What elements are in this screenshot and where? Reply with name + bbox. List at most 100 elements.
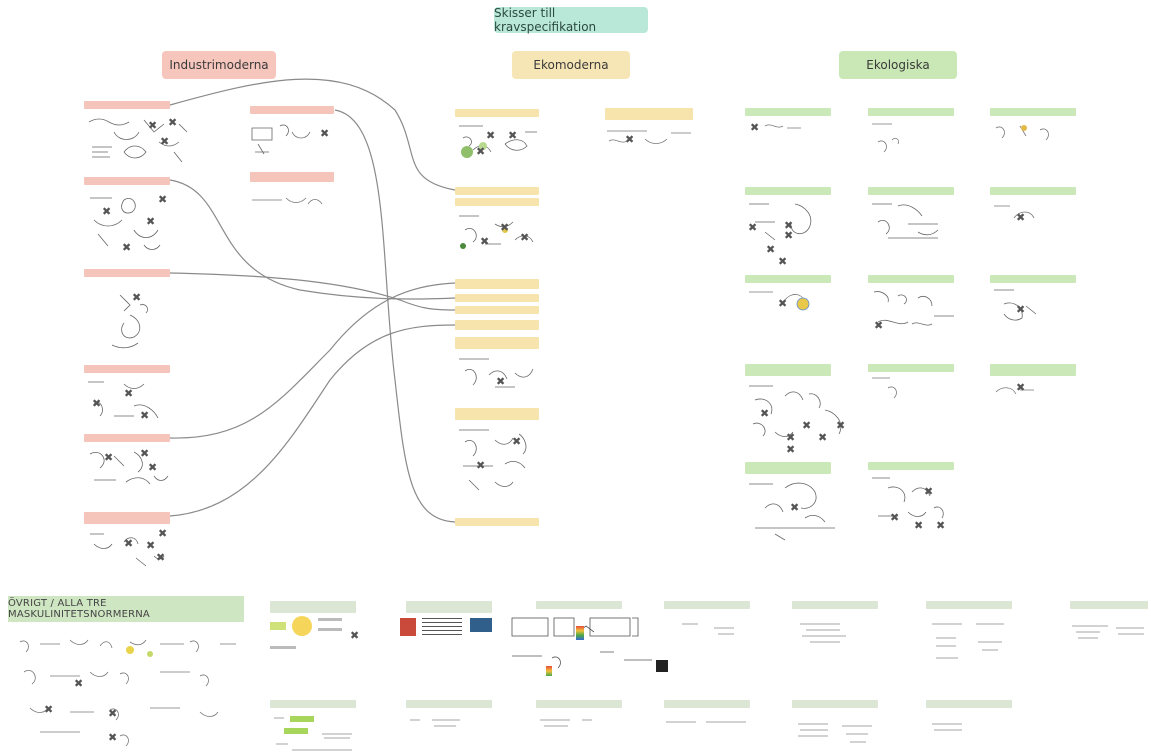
sticky-note-label[interactable] [868,364,954,372]
category-industrimoderna[interactable]: Industrimoderna [162,51,276,79]
sticky-note-label[interactable] [664,700,750,708]
sketch-drawing-icon [88,381,159,419]
x-mark-icon: ✖ [480,235,490,248]
sticky-note-label[interactable] [84,365,170,373]
sketch-drawing-icon [90,197,161,250]
x-mark-icon: ✖ [146,215,156,228]
sticky-note-label[interactable] [745,275,831,283]
category-ovrigt[interactable]: ÖVRIGT / ALLA TRE MASKULINITETSNORMERNA [8,596,244,622]
sketch-drawing-icon [607,130,691,144]
connector-line [334,109,456,523]
sketch-drawing-icon [89,451,169,485]
sticky-note-label[interactable] [250,172,334,182]
x-mark-icon: ✖ [158,193,168,206]
x-mark-icon: ✖ [778,297,788,310]
sketch-drawing-icon [290,716,314,722]
sketch-drawing-icon [872,477,944,519]
sticky-note-label[interactable] [745,187,831,195]
sketch-drawing-icon [666,721,746,723]
x-mark-icon: ✖ [160,135,170,148]
x-mark-icon: ✖ [874,319,884,332]
x-mark-icon: ✖ [148,119,158,132]
x-mark-icon: ✖ [122,241,132,254]
sticky-note-label[interactable] [84,177,170,185]
sticky-note-label[interactable] [868,275,954,283]
sticky-note-label[interactable] [868,108,954,116]
x-mark-icon: ✖ [104,451,114,464]
sticky-note-label[interactable] [270,700,356,708]
x-mark-icon: ✖ [124,387,134,400]
sticky-note-label[interactable] [455,320,539,330]
sticky-note-label[interactable] [270,601,356,613]
sketch-drawing-icon [251,124,311,155]
x-mark-icon: ✖ [102,205,112,218]
sticky-note-label[interactable] [536,601,622,609]
sticky-note-label[interactable] [84,434,170,442]
x-mark-icon: ✖ [914,519,924,532]
sticky-note-label[interactable] [745,462,831,474]
x-mark-icon: ✖ [156,551,166,564]
x-mark-icon: ✖ [124,537,134,550]
sketch-drawing-icon [995,387,1034,395]
x-mark-icon: ✖ [132,291,142,304]
sticky-note-label[interactable] [455,279,539,289]
sticky-note-label[interactable] [536,700,622,708]
connector-line [169,324,456,517]
sticky-note-label[interactable] [990,275,1076,283]
sticky-note-label[interactable] [990,364,1076,376]
sticky-note-label[interactable] [84,101,170,109]
sticky-note-label[interactable] [250,106,334,114]
sketch-drawing-icon [252,197,323,205]
sticky-note-label[interactable] [455,198,539,206]
sticky-note-label[interactable] [455,294,539,302]
sticky-note-label[interactable] [455,408,539,420]
x-mark-icon: ✖ [802,419,812,432]
sticky-note-label[interactable] [990,108,1076,116]
x-mark-icon: ✖ [818,431,828,444]
sticky-note-label[interactable] [926,601,1012,609]
x-mark-icon: ✖ [786,443,796,456]
sticky-note-label[interactable] [868,462,954,470]
sketch-drawing-icon [270,622,286,630]
sticky-note-label[interactable] [792,601,878,609]
sticky-note-label[interactable] [868,187,954,195]
sticky-note-label[interactable] [406,601,492,613]
sketch-drawing-icon [932,723,962,731]
sketch-drawing-icon [88,118,188,163]
sticky-note-label[interactable] [745,364,831,376]
sticky-note-label[interactable] [605,108,693,120]
x-mark-icon: ✖ [140,447,150,460]
sticky-note-label[interactable] [455,187,539,195]
sketch-drawing-icon [459,125,537,158]
sticky-note-label[interactable] [926,700,1012,708]
sticky-note-label[interactable] [455,518,539,526]
sticky-note-label[interactable] [1070,601,1148,609]
sticky-note-label[interactable] [990,187,1076,195]
x-mark-icon: ✖ [148,461,158,474]
x-mark-icon: ✖ [936,519,946,532]
sticky-note-label[interactable] [84,269,170,277]
sketch-drawing-icon [270,646,296,649]
x-mark-icon: ✖ [1016,381,1026,394]
sketch-drawing-icon [470,618,492,632]
sketch-drawing-icon [749,385,842,437]
sketch-drawing-icon [994,289,1037,321]
x-mark-icon: ✖ [320,127,330,140]
sticky-note-label[interactable] [745,108,831,116]
sticky-note-label[interactable] [792,700,878,708]
board-title[interactable]: Skisser till kravspecifikation [494,6,648,34]
sticky-note-label[interactable] [84,512,170,524]
category-ekomoderna[interactable]: Ekomoderna [512,51,630,79]
sticky-note-label[interactable] [455,109,539,117]
category-ekologiska[interactable]: Ekologiska [839,51,957,79]
x-mark-icon: ✖ [108,731,118,744]
sketch-drawing-icon [872,377,897,399]
x-mark-icon: ✖ [836,419,846,432]
sticky-note-label[interactable] [455,337,539,349]
x-mark-icon: ✖ [140,409,150,422]
sticky-note-label[interactable] [455,306,539,314]
sticky-note-label[interactable] [406,700,492,708]
sticky-note-label[interactable] [664,601,750,609]
